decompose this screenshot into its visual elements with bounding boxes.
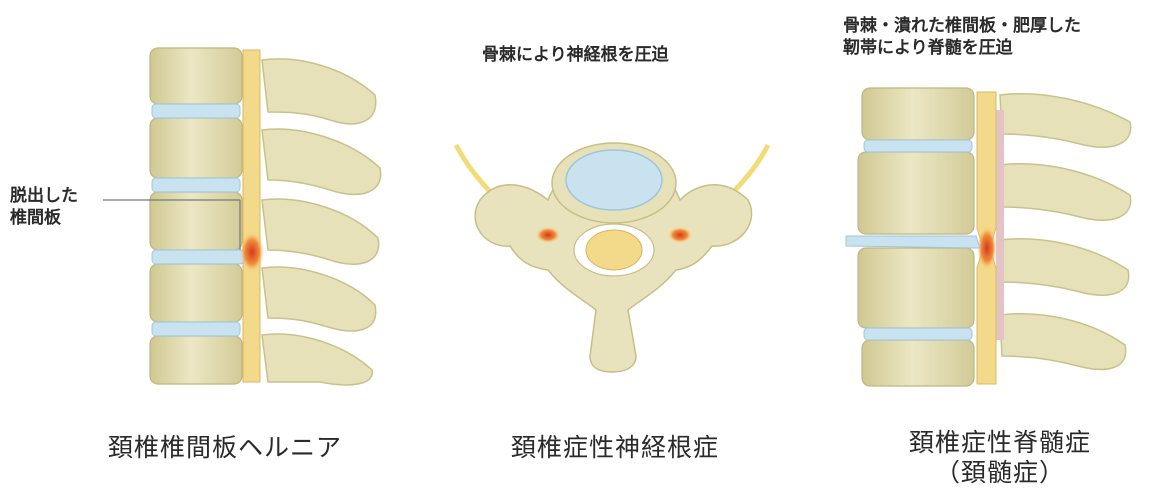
disc-3: [152, 250, 244, 264]
vertebra-3: [150, 192, 242, 250]
compression-right: [668, 227, 692, 243]
caption-myelopathy: 頚椎症性脊髄症 （頚髄症）: [850, 428, 1150, 488]
myelopathy-annotation: 骨棘・潰れた椎間板・肥厚した 靭帯により脊髄を圧迫: [843, 15, 1081, 59]
nerve-root-illustration: [456, 143, 768, 372]
thickened-ligament: [996, 110, 1004, 340]
vertebra-4: [150, 264, 242, 322]
herniated-disc-illustration: [103, 48, 381, 385]
compression-left: [536, 227, 560, 243]
disc-1: [152, 104, 240, 118]
nerve-root-annotation: 骨棘により神経根を圧迫: [482, 44, 669, 66]
herniation-compression: [240, 232, 264, 272]
vertebra-5: [150, 336, 242, 384]
vertebra-2: [150, 118, 242, 178]
herniated-disc-annotation: 脱出した 椎間板: [10, 185, 78, 229]
disc-2: [152, 178, 240, 192]
spinal-cord-axial: [586, 230, 642, 270]
caption-radiculopathy: 頚椎症性神経根症: [460, 428, 770, 464]
disc-4: [152, 322, 240, 336]
myelopathy-illustration: [846, 88, 1131, 386]
vertebra-1: [150, 48, 242, 104]
spinal-cord: [243, 50, 260, 382]
caption-herniated-disc: 頚椎椎間板ヘルニア: [55, 428, 395, 464]
disc-axial: [566, 150, 662, 210]
